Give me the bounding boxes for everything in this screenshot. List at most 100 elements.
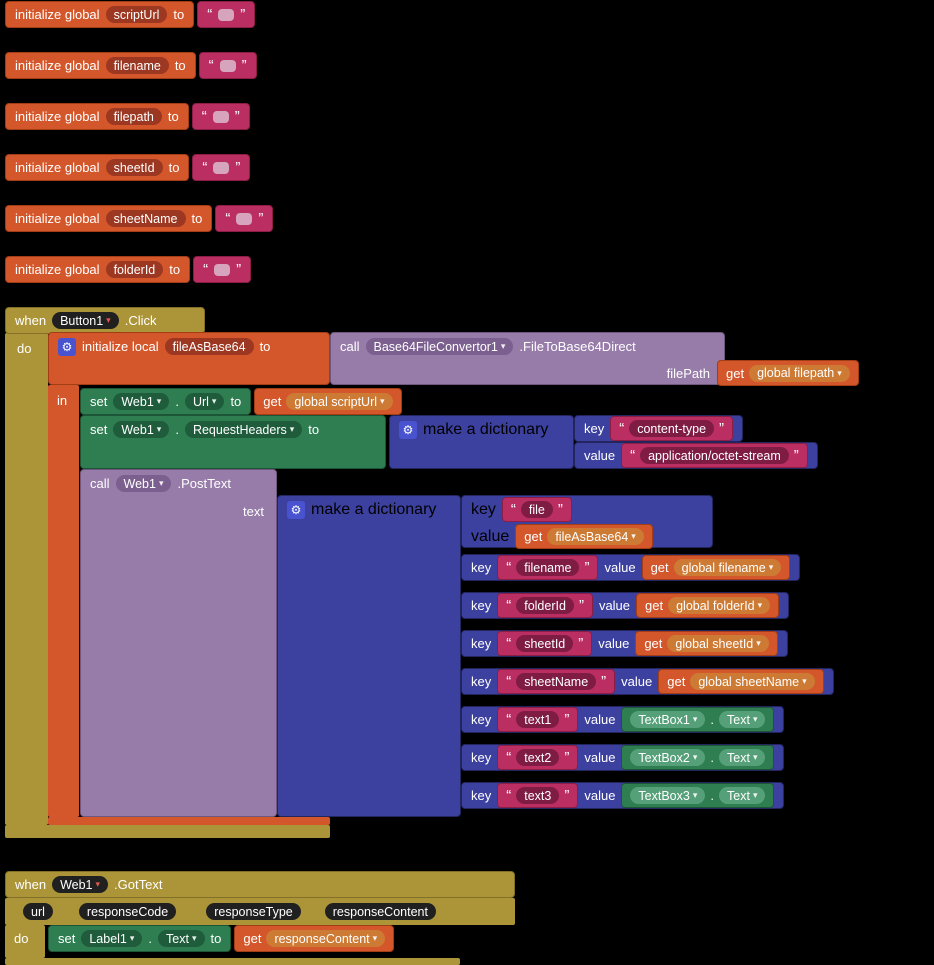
make-dictionary-body[interactable]: ⚙ make a dictionary [389, 415, 574, 469]
init-local-in-arm[interactable] [48, 385, 79, 817]
variable-name-field[interactable]: folderId [105, 261, 164, 278]
text-field[interactable]: sheetName [516, 673, 597, 690]
dict-pair-sheetname[interactable]: key “ sheetName ” value get global sheet… [461, 668, 834, 695]
text-string-block[interactable]: “ text3 ” [497, 783, 579, 808]
set-web1-requestheaders-block[interactable]: set Web1 ▾ . RequestHeaders ▾ to [80, 415, 386, 469]
variable-name-field[interactable]: scriptUrl [105, 6, 168, 23]
text-field[interactable]: sheetId [516, 635, 574, 652]
text-string-block[interactable]: “ file ” [501, 497, 572, 522]
component-dropdown[interactable]: Web1 ▾ [113, 393, 170, 410]
when-web1-gottext-header[interactable]: when Web1 ▾ .GotText [5, 871, 515, 898]
component-dropdown[interactable]: Button1 ▾ [52, 312, 119, 329]
dict-pair-folderid[interactable]: key “ folderId ” value get global folder… [461, 592, 790, 619]
variable-dropdown[interactable]: global sheetId ▾ [667, 635, 769, 652]
component-dropdown[interactable]: Label1 ▾ [81, 930, 143, 947]
get-variable-block[interactable]: get global folderId ▾ [636, 593, 780, 618]
text-string-block[interactable]: “ filename ” [497, 555, 599, 580]
component-dropdown[interactable]: TextBox3 ▾ [630, 787, 706, 804]
empty-text-string-block[interactable]: “ ” [198, 52, 257, 79]
empty-text-string-block[interactable]: “ ” [193, 256, 252, 283]
dict-key-row[interactable]: key “ content-type ” [574, 415, 744, 442]
dict-pair-text1[interactable]: key “ text1 ” value TextBox1 ▾ . Text ▾ [461, 706, 785, 733]
init-local-bottom-bar[interactable] [48, 817, 330, 825]
when-click-bottom-bar[interactable] [5, 825, 330, 838]
variable-dropdown[interactable]: fileAsBase64 ▾ [547, 528, 644, 545]
component-dropdown[interactable]: TextBox1 ▾ [630, 711, 706, 728]
call-filetobase64direct-block[interactable]: call Base64FileConvertor1 ▾ .FileToBase6… [330, 332, 725, 385]
property-dropdown[interactable]: Text ▾ [719, 711, 766, 728]
component-dropdown[interactable]: Web1 ▾ [52, 876, 109, 893]
empty-text-string-block[interactable]: “ ” [191, 103, 250, 130]
initialize-global-block[interactable]: initialize global scriptUrl to [5, 1, 195, 28]
text-string-block[interactable]: “ folderId ” [497, 593, 593, 618]
get-fileasbase64-block[interactable]: get fileAsBase64 ▾ [515, 524, 653, 549]
when-click-left-arm[interactable] [5, 333, 48, 825]
empty-string-socket[interactable] [236, 212, 253, 225]
initialize-local-block[interactable]: ⚙ initialize local fileAsBase64 to [48, 332, 330, 385]
text-field[interactable]: text1 [516, 711, 560, 728]
get-responsecontent-block[interactable]: get responseContent ▾ [234, 925, 395, 952]
component-getter-block[interactable]: TextBox1 ▾ . Text ▾ [621, 707, 775, 732]
empty-string-socket[interactable] [214, 263, 231, 276]
property-dropdown[interactable]: RequestHeaders ▾ [184, 421, 303, 438]
empty-string-socket[interactable] [212, 110, 229, 123]
empty-string-socket[interactable] [218, 8, 235, 21]
property-dropdown[interactable]: Url ▾ [184, 393, 225, 410]
get-variable-block[interactable]: get global filename ▾ [641, 555, 791, 580]
property-dropdown[interactable]: Text ▾ [719, 749, 766, 766]
initialize-global-block[interactable]: initialize global sheetName to [5, 205, 213, 232]
gear-icon[interactable]: ⚙ [399, 420, 417, 439]
component-dropdown[interactable]: Base64FileConvertor1 ▾ [365, 338, 514, 355]
dict-pair-filename[interactable]: key “ filename ” value get global filena… [461, 554, 801, 581]
gottext-left-arm[interactable] [5, 925, 45, 958]
get-variable-block[interactable]: get global sheetId ▾ [635, 631, 778, 656]
variable-dropdown[interactable]: global filepath ▾ [749, 364, 850, 382]
initialize-global-block[interactable]: initialize global filename to [5, 52, 196, 79]
gear-icon[interactable]: ⚙ [58, 337, 76, 356]
variable-dropdown[interactable]: responseContent ▾ [266, 930, 386, 947]
empty-string-socket[interactable] [213, 161, 230, 174]
set-web1-url-block[interactable]: set Web1 ▾ . Url ▾ to [80, 388, 252, 415]
text-field[interactable]: file [520, 501, 553, 518]
text-field[interactable]: text3 [516, 787, 560, 804]
component-dropdown[interactable]: Web1 ▾ [115, 475, 172, 492]
variable-name-field[interactable]: sheetId [105, 159, 163, 176]
empty-text-string-block[interactable]: “ ” [192, 154, 251, 181]
make-dictionary-headers-block[interactable]: ⚙ make a dictionary key “ content-type ”… [389, 415, 818, 469]
get-global-filepath-block[interactable]: get global filepath ▾ [717, 360, 859, 386]
empty-string-socket[interactable] [219, 59, 236, 72]
variable-name-field[interactable]: filename [105, 57, 169, 74]
local-variable-name-field[interactable]: fileAsBase64 [164, 338, 254, 355]
dict-pair-file[interactable]: key “ file ” value get fileAsBase64 ▾ [461, 495, 713, 549]
text-string-block[interactable]: “ sheetId ” [497, 631, 593, 656]
dict-value-row[interactable]: value “ application/octet-stream ” [574, 442, 818, 469]
text-field[interactable]: content-type [629, 420, 715, 437]
text-field[interactable]: folderId [516, 597, 574, 614]
property-dropdown[interactable]: Text ▾ [719, 787, 766, 804]
empty-text-string-block[interactable]: “ ” [215, 205, 274, 232]
variable-name-field[interactable]: filepath [105, 108, 162, 125]
dict-pair-text2[interactable]: key “ text2 ” value TextBox2 ▾ . Text ▾ [461, 744, 785, 771]
component-getter-block[interactable]: TextBox2 ▾ . Text ▾ [621, 745, 775, 770]
text-string-block[interactable]: “ text1 ” [497, 707, 579, 732]
get-variable-block[interactable]: get global sheetName ▾ [658, 669, 824, 694]
property-dropdown[interactable]: Text ▾ [158, 930, 205, 947]
text-field[interactable]: filename [516, 559, 580, 576]
when-button1-click-header[interactable]: when Button1 ▾ .Click [5, 307, 205, 334]
get-global-scripturl-block[interactable]: get global scriptUrl ▾ [254, 388, 402, 415]
component-dropdown[interactable]: Web1 ▾ [113, 421, 170, 438]
dict-pair-sheetid[interactable]: key “ sheetId ” value get global sheetId… [461, 630, 788, 657]
text-field[interactable]: text2 [516, 749, 560, 766]
variable-dropdown[interactable]: global folderId ▾ [668, 597, 771, 614]
variable-dropdown[interactable]: global scriptUrl ▾ [286, 393, 393, 410]
text-string-block[interactable]: “ content-type ” [610, 416, 734, 441]
gear-icon[interactable]: ⚙ [287, 500, 305, 519]
gottext-bottom-bar[interactable] [5, 958, 460, 965]
text-string-block[interactable]: “ text2 ” [497, 745, 579, 770]
text-string-block[interactable]: “ application/octet-stream ” [621, 443, 808, 468]
initialize-global-block[interactable]: initialize global folderId to [5, 256, 191, 283]
param-url[interactable]: url [23, 903, 53, 920]
call-web1-posttext-block[interactable]: call Web1 ▾ .PostText text [80, 469, 277, 817]
make-dictionary-post-block[interactable]: ⚙ make a dictionary [277, 495, 461, 817]
dict-pair-text3[interactable]: key “ text3 ” value TextBox3 ▾ . Text ▾ [461, 782, 785, 809]
